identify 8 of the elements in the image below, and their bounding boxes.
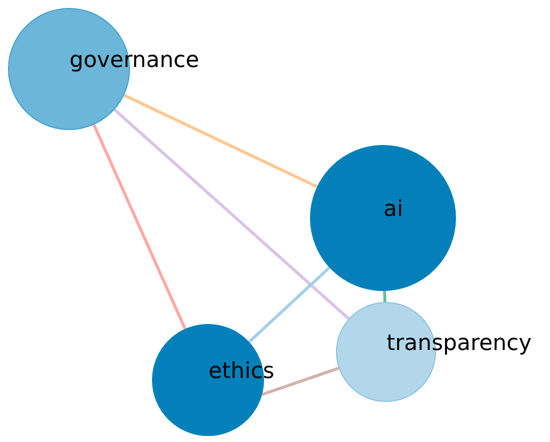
edge-line [383, 290, 386, 302]
edge-line [92, 124, 186, 330]
edge-line [114, 108, 350, 320]
edge-line [248, 266, 330, 344]
node-label: ai [384, 196, 404, 222]
edge-line [123, 94, 318, 188]
edge-line [262, 366, 340, 396]
node-label: transparency [386, 330, 532, 356]
